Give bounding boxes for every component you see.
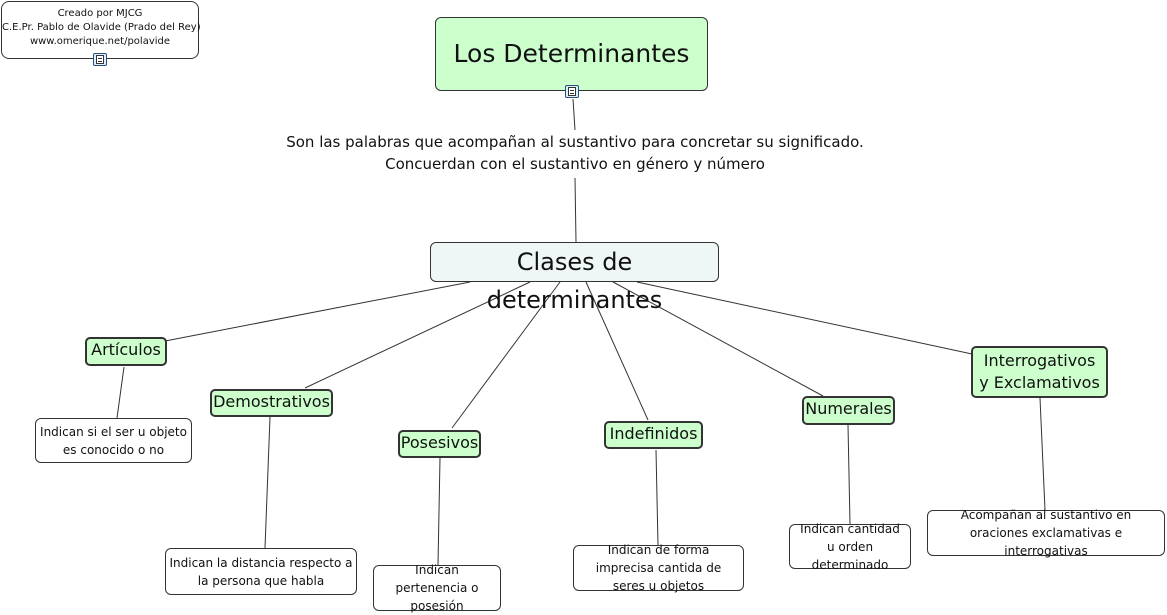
- definition-line-1: Son las palabras que acompañan al sustan…: [286, 133, 864, 151]
- document-icon[interactable]: [93, 53, 107, 66]
- link-demostrativos-desc: [264, 416, 271, 549]
- link-indefinidos-desc: [655, 449, 659, 546]
- credit-author: Creado por MJCG: [57, 8, 143, 19]
- document-icon[interactable]: [565, 85, 579, 98]
- credit-school: C.E.Pr. Pablo de Olavide (Prado del Rey): [2, 22, 201, 33]
- concept-indefinidos: Indefinidos: [604, 421, 703, 449]
- link-classes-articulos: [159, 281, 471, 343]
- description-articulos-text: Indican si el ser u objeto es conocido o…: [40, 424, 187, 457]
- description-interrogativos-exclamativos: Acompañan al sustantivo en oraciones exc…: [927, 508, 1165, 558]
- description-numerales: Indican cantidad u orden determinado: [789, 522, 911, 572]
- credit-note: Creado por MJCG C.E.Pr. Pablo de Olavide…: [1, 1, 201, 59]
- classes-concept: Clases de determinantes: [430, 242, 719, 314]
- credit-url: www.omerique.net/polavide: [29, 36, 171, 47]
- concept-articulos: Artículos: [85, 337, 167, 366]
- description-indefinidos-text: Indican de forma imprecisa cantida de se…: [595, 543, 722, 593]
- root-concept: Los Determinantes: [435, 17, 708, 91]
- description-numerales-text: Indican cantidad u orden determinado: [800, 521, 900, 572]
- link-interrogativos-desc: [1039, 397, 1046, 511]
- concept-posesivos: Posesivos: [398, 430, 481, 458]
- description-indefinidos: Indican de forma imprecisa cantida de se…: [573, 543, 744, 593]
- concept-numerales: Numerales: [802, 396, 895, 425]
- link-classes-interrogativos: [636, 281, 973, 355]
- link-numerales-desc: [847, 424, 851, 525]
- description-demostrativos-text: Indican la distancia respecto a la perso…: [169, 555, 353, 588]
- concept-interrogativos-exclamativos: Interrogativos y Exclamativos: [971, 346, 1108, 398]
- link-root-definition: [572, 98, 576, 131]
- link-classes-indefinidos: [585, 281, 649, 421]
- link-articulos-desc: [116, 366, 125, 419]
- link-posesivos-desc: [437, 457, 441, 566]
- description-posesivos: Indican pertenencia o posesión: [373, 563, 501, 613]
- definition-line-2: Concuerdan con el sustantivo en género y…: [385, 155, 765, 173]
- description-interrogativos-exclamativos-text: Acompañan al sustantivo en oraciones exc…: [960, 508, 1132, 558]
- concept-demostrativos: Demostrativos: [210, 389, 333, 417]
- link-classes-numerales: [612, 281, 824, 397]
- definition-text: Son las palabras que acompañan al sustan…: [270, 131, 880, 175]
- link-classes-demostrativos: [304, 281, 531, 389]
- description-demostrativos: Indican la distancia respecto a la perso…: [165, 548, 357, 595]
- link-classes-posesivos: [451, 281, 561, 429]
- description-posesivos-text: Indican pertenencia o posesión: [395, 563, 479, 613]
- link-definition-classes: [574, 177, 577, 243]
- description-articulos: Indican si el ser u objeto es conocido o…: [35, 418, 192, 463]
